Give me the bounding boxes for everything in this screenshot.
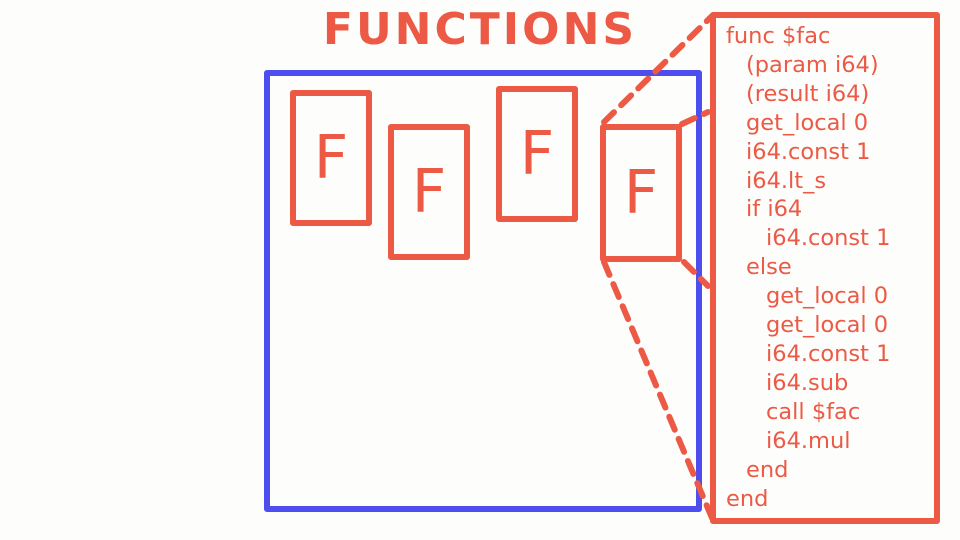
code-line: if i64 <box>746 196 803 223</box>
code-line: else <box>746 254 792 281</box>
code-line: i64.const 1 <box>746 138 871 165</box>
code-line: i64.lt_s <box>746 167 827 194</box>
function-box-label: F <box>519 119 555 189</box>
connector-top-outer <box>601 13 715 125</box>
code-line: call $fac <box>766 398 861 425</box>
code-line: get_local 0 <box>746 109 869 136</box>
code-line: i64.const 1 <box>766 340 891 367</box>
code-line: (param i64) <box>746 51 879 78</box>
function-box-4-highlighted: F <box>600 124 682 262</box>
connector-bottom-outer <box>601 259 715 521</box>
code-line: (result i64) <box>746 80 870 107</box>
function-box-2: F <box>388 124 470 260</box>
code-line: i64.mul <box>766 427 851 454</box>
function-box-label: F <box>411 157 447 227</box>
function-box-label: F <box>313 123 349 193</box>
code-line: get_local 0 <box>766 312 889 339</box>
function-box-1: F <box>290 90 372 226</box>
function-box-3: F <box>496 86 578 222</box>
diagram-title: FUNCTIONS <box>322 4 638 55</box>
code-line: end <box>746 456 789 483</box>
code-line: func $fac <box>726 23 831 49</box>
function-box-label: F <box>623 158 659 228</box>
connector-top-inner <box>679 109 711 127</box>
code-line: i64.sub <box>766 369 849 396</box>
module-box <box>264 70 702 512</box>
code-line: get_local 0 <box>766 283 889 310</box>
connector-bottom-inner <box>681 259 711 289</box>
code-line: i64.const 1 <box>766 225 891 252</box>
function-code-listing: func $fac(param i64)(result i64)get_loca… <box>726 22 890 513</box>
code-line: end <box>726 485 769 512</box>
function-code-box <box>710 12 940 524</box>
